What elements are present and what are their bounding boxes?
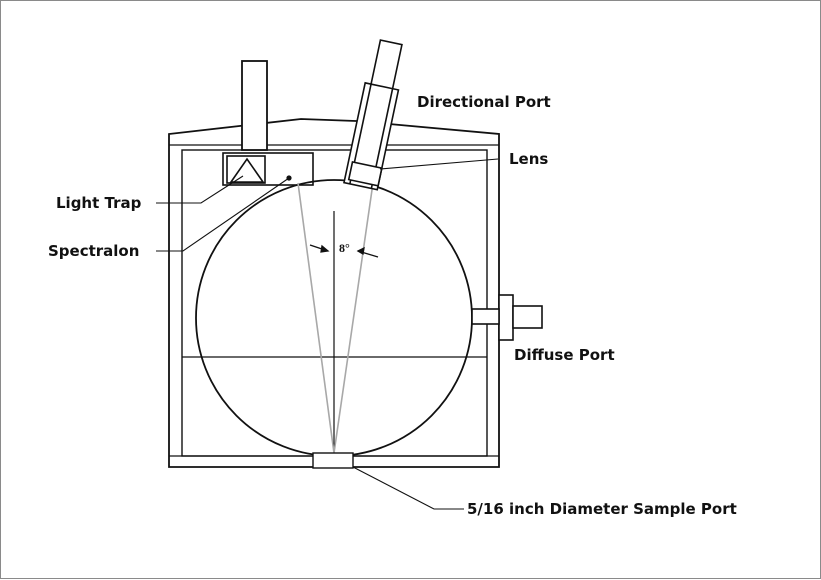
directional-port-tube: [343, 39, 403, 191]
lens-box: [347, 161, 383, 187]
beam-left: [297, 182, 335, 454]
sample-port-label: 5/16 inch Diameter Sample Port: [467, 500, 737, 518]
light-trap-cone: [229, 157, 265, 183]
directional-port-label: Directional Port: [417, 93, 551, 111]
leader-lens: [379, 158, 499, 170]
light-trap-cavity: [226, 155, 266, 184]
leader-light-trap: [156, 175, 244, 204]
spectralon-label: Spectralon: [48, 242, 139, 260]
leader-lines: [156, 158, 499, 510]
diffuse-port-assembly: [471, 294, 543, 341]
beam-lines: [297, 182, 374, 454]
top-pipe: [241, 60, 268, 151]
leader-sample-port: [352, 466, 464, 510]
leader-spectralon: [156, 177, 290, 252]
beam-right: [333, 182, 374, 454]
sample-port-assembly: [312, 452, 354, 469]
diffuse-port-label: Diffuse Port: [514, 346, 615, 364]
lens-label: Lens: [509, 150, 548, 168]
angle-markers: [309, 244, 379, 258]
light-trap-label: Light Trap: [56, 194, 142, 212]
sphere: [182, 179, 487, 457]
angle-label: 8°: [339, 241, 350, 255]
housing-outer: [168, 118, 500, 468]
